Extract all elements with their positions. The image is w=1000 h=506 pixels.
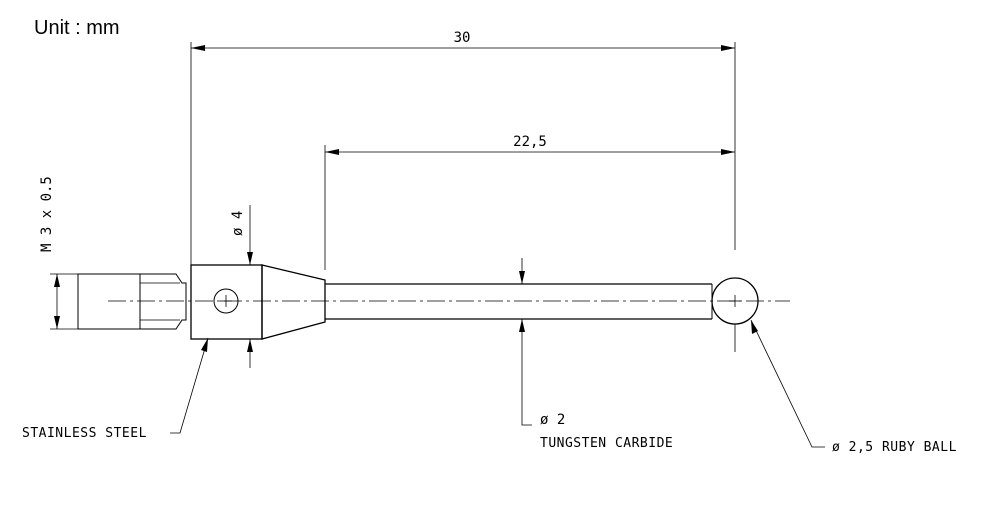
arrowhead-stem-dia-top: [519, 271, 525, 284]
body-diameter-dimension: ø 4: [230, 205, 262, 368]
arrowhead-body-bottom: [247, 339, 253, 352]
unit-label: Unit : mm: [34, 17, 120, 39]
arrowhead-right: [721, 45, 735, 51]
tungsten-carbide-label: TUNGSTEN CARBIDE: [540, 436, 673, 451]
stem-length-dimension: 22,5: [324, 134, 735, 270]
stem-dia-leader-bottom: [521, 319, 532, 426]
stylus-part: [77, 264, 790, 352]
arrowhead-stem-right: [721, 149, 735, 155]
arrowhead-stem-dia-bottom: [519, 319, 525, 332]
thread-section: [77, 273, 141, 330]
stem-diameter-dimension: [519, 258, 532, 426]
arrowhead-thread-bottom: [54, 316, 60, 329]
body-section: [190, 264, 263, 340]
stainless-steel-leader-arrow: [201, 338, 208, 352]
neck-profile: [140, 273, 187, 330]
arrowhead-stem-left: [325, 149, 339, 155]
taper-section: [261, 264, 326, 340]
overall-length-value: 30: [454, 30, 471, 46]
arrowhead-left: [191, 45, 205, 51]
stem-diameter-label: ø 2: [540, 412, 565, 428]
thread-value: M 3 x 0.5: [39, 176, 55, 252]
stainless-steel-label: STAINLESS STEEL: [22, 426, 147, 441]
stainless-steel-leader: [170, 337, 209, 434]
thread-dimension: M 3 x 0.5: [39, 176, 140, 330]
arrowhead-body-top: [247, 252, 253, 265]
callouts: STAINLESS STEEL ø 2 TUNGSTEN CARBIDE ø 2…: [22, 319, 957, 455]
stem-length-value: 22,5: [513, 134, 547, 150]
ruby-ball-label: ø 2,5 RUBY BALL: [832, 440, 957, 455]
overall-length-dimension: 30: [190, 30, 736, 278]
ruby-ball-leader-arrow: [751, 320, 758, 334]
body-diameter-value: ø 4: [230, 211, 246, 236]
ruby-ball-leader: [750, 319, 825, 448]
arrowhead-thread-top: [54, 274, 60, 287]
